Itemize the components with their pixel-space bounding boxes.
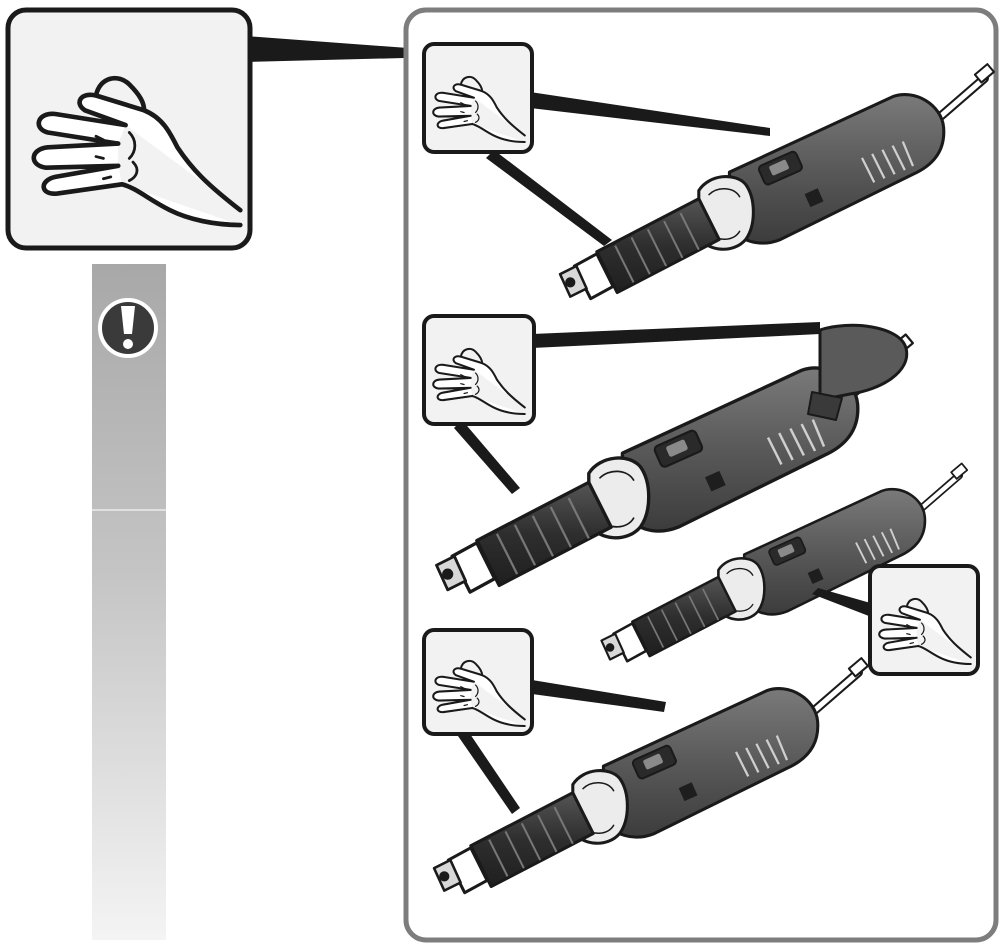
callout-4-pointer-top xyxy=(532,680,666,712)
hand-callout-3 xyxy=(812,564,980,676)
grinder-2-handle xyxy=(818,323,909,402)
main-hand-callout xyxy=(5,7,408,251)
callout-4-pointer-bottom xyxy=(458,728,520,814)
callout-3-pointer xyxy=(812,588,874,618)
warning-bar xyxy=(92,264,166,940)
exclamation-warning-icon xyxy=(98,298,158,358)
callout-2-pointer-bottom xyxy=(454,420,520,494)
hand-callout-1 xyxy=(422,42,770,246)
hand-callout-2 xyxy=(422,314,820,494)
grinder-2 xyxy=(436,323,912,592)
hand-callout-4 xyxy=(422,628,666,814)
main-callout-pointer xyxy=(245,36,408,62)
callout-1-pointer-top xyxy=(530,92,770,136)
warning-gradient-strip xyxy=(92,264,166,940)
grinder-2-trigger xyxy=(807,391,843,421)
callout-2-pointer-top xyxy=(532,322,820,348)
callout-1-pointer-bottom xyxy=(486,150,612,246)
